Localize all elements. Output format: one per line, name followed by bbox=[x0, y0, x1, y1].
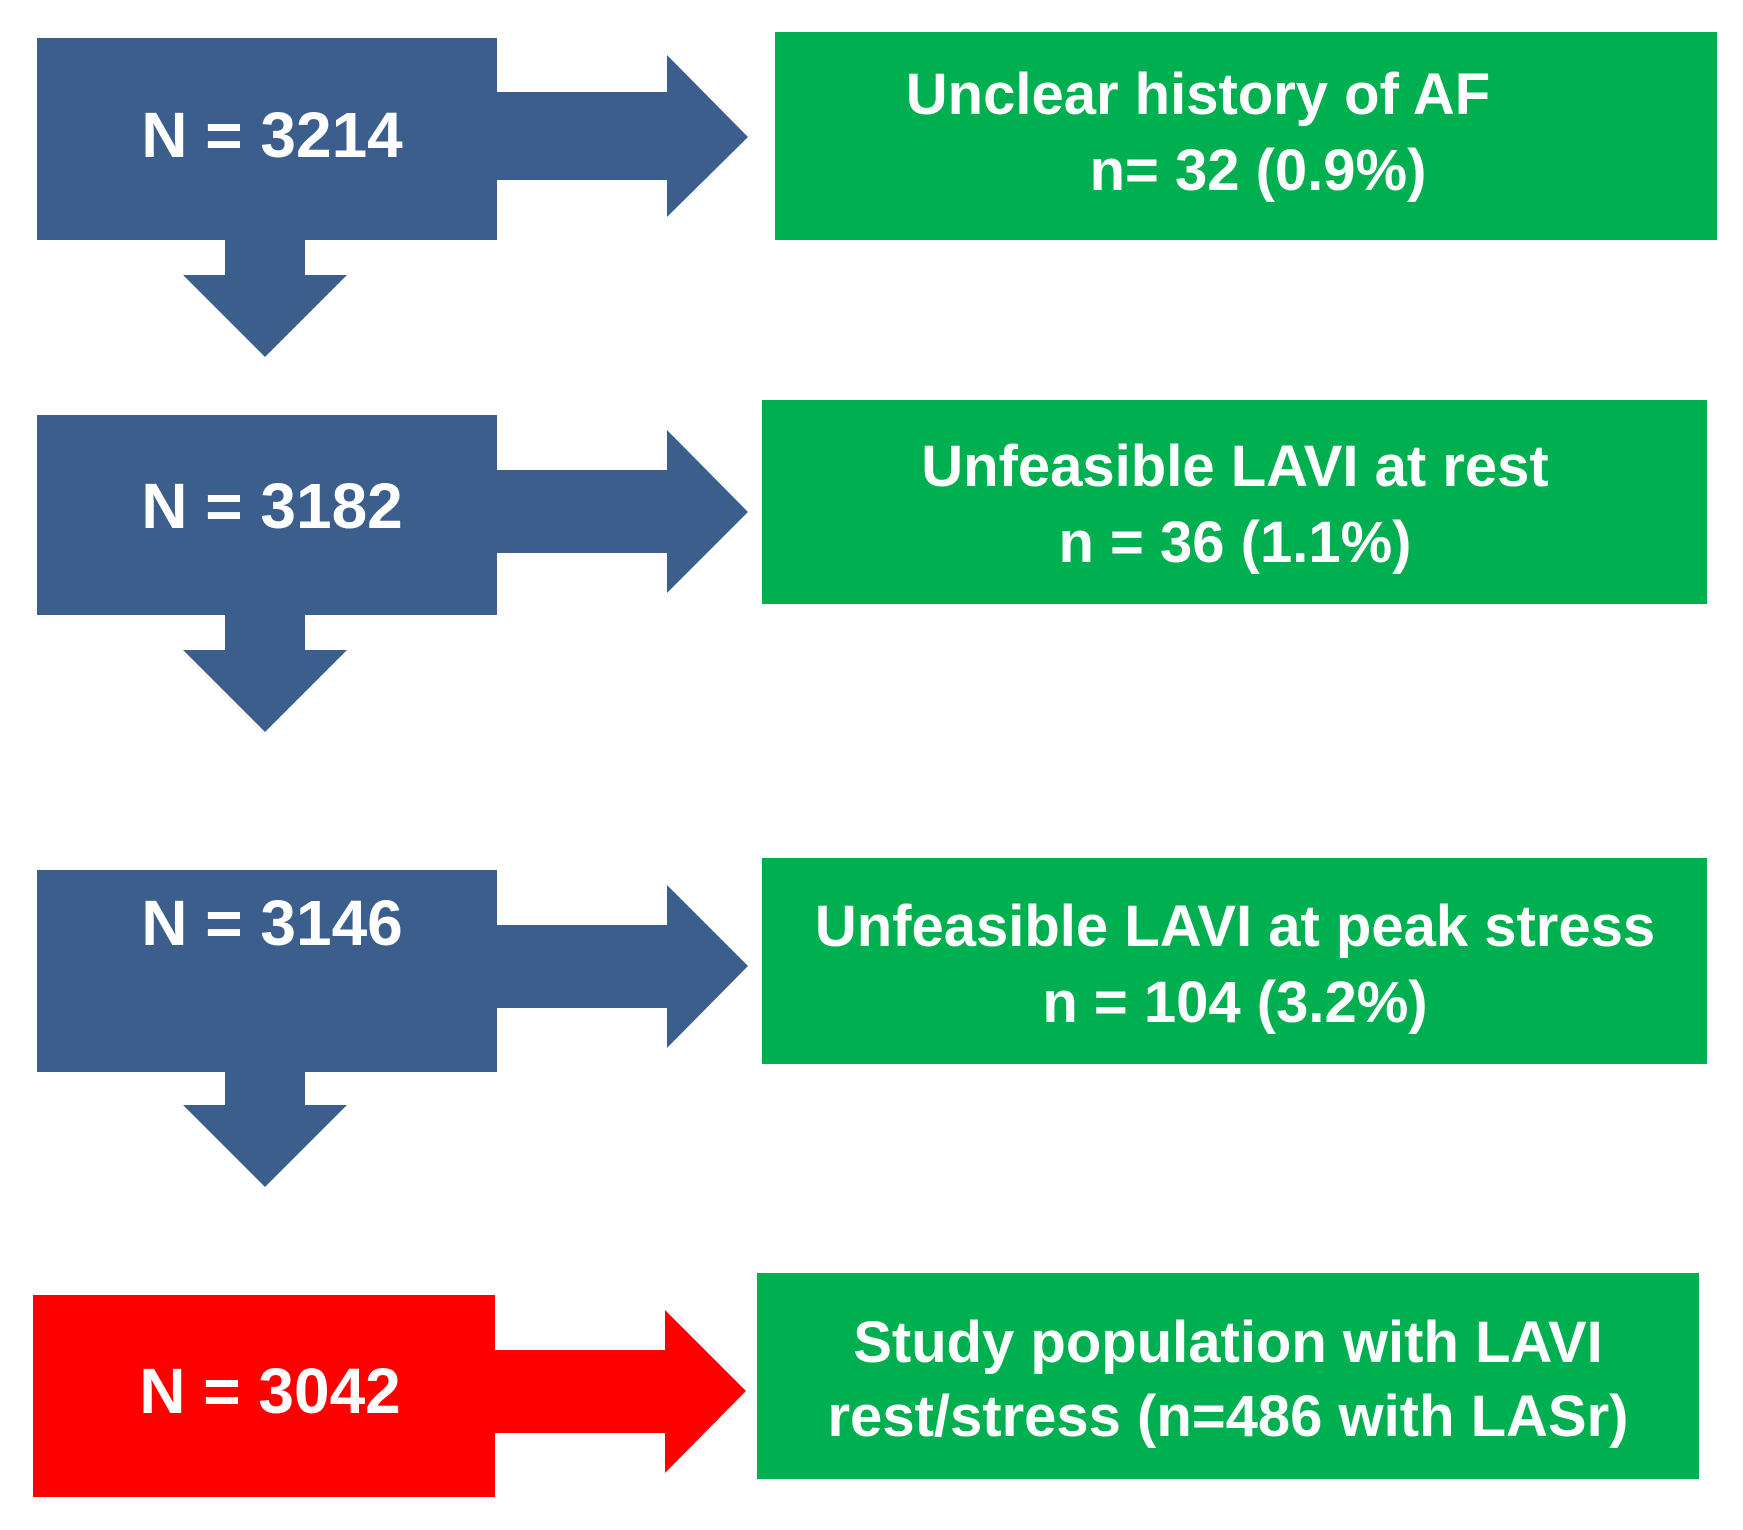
exclusion-2-box bbox=[762, 400, 1707, 604]
exclusion-3: Unfeasible LAVI at peak stress n = 104 (… bbox=[762, 858, 1707, 1064]
step-1-down-arrow bbox=[183, 240, 347, 357]
step-1-right-arrow bbox=[497, 55, 748, 217]
step-2-right-arrow bbox=[497, 430, 748, 593]
step-4-right-arrow bbox=[495, 1310, 746, 1473]
exclusion-1-count: n= 32 (0.9%) bbox=[1090, 138, 1427, 203]
step-1-count: N = 3214 bbox=[141, 99, 403, 171]
exclusion-1-reason: Unclear history of AF bbox=[906, 62, 1490, 127]
exclusion-3-reason: Unfeasible LAVI at peak stress bbox=[815, 894, 1655, 959]
step-3-down-arrow bbox=[183, 1072, 347, 1187]
exclusion-3-count: n = 104 (3.2%) bbox=[1042, 970, 1427, 1035]
step-4-count: N = 3042 bbox=[139, 1355, 401, 1427]
step-2-box bbox=[37, 415, 497, 615]
step-4-box bbox=[33, 1295, 495, 1497]
exclusion-2: Unfeasible LAVI at rest n = 36 (1.1%) bbox=[762, 400, 1707, 604]
step-2-count: N = 3182 bbox=[141, 470, 403, 542]
exclusion-1: Unclear history of AF n= 32 (0.9%) bbox=[775, 32, 1717, 240]
step-1: N = 3214 bbox=[37, 38, 748, 357]
step-3-box bbox=[37, 870, 497, 1072]
step-3: N = 3146 bbox=[37, 870, 748, 1187]
exclusion-4-box bbox=[757, 1273, 1699, 1479]
exclusion-1-box bbox=[775, 32, 1717, 240]
exclusion-2-reason: Unfeasible LAVI at rest bbox=[921, 434, 1548, 499]
step-3-right-arrow bbox=[497, 885, 748, 1048]
exclusion-3-box bbox=[762, 858, 1707, 1064]
exclusion-4: Study population with LAVI rest/stress (… bbox=[757, 1273, 1699, 1479]
exclusion-4-line-2: rest/stress (n=486 with LASr) bbox=[827, 1384, 1628, 1449]
exclusion-4-line-1: Study population with LAVI bbox=[853, 1310, 1603, 1375]
step-2: N = 3182 bbox=[37, 415, 748, 732]
step-2-down-arrow bbox=[183, 615, 347, 732]
step-1-box bbox=[37, 38, 497, 240]
step-4: N = 3042 bbox=[33, 1295, 746, 1497]
step-3-count: N = 3146 bbox=[141, 887, 403, 959]
exclusion-2-count: n = 36 (1.1%) bbox=[1059, 510, 1412, 575]
